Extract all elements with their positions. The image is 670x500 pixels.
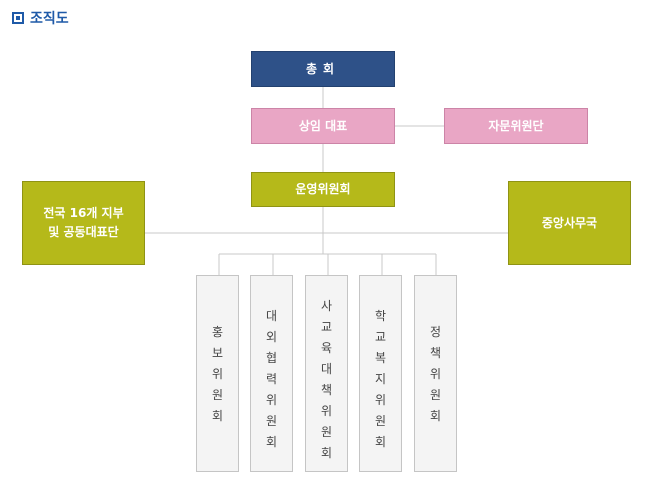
committee-label-school-welfare: 학교복지위원회 — [374, 309, 387, 449]
committee-label-external: 대외협력위원회 — [265, 309, 278, 449]
committee-box-policy: 정책위원회 — [414, 275, 457, 472]
general-assembly-box: 총회 — [251, 51, 395, 87]
central-office-box: 중앙사무국 — [508, 181, 631, 265]
committee-box-school-welfare: 학교복지위원회 — [359, 275, 402, 472]
square-bullet-icon — [12, 12, 24, 24]
regional-branches-box: 전국 16개 지부 및 공동대표단 — [22, 181, 145, 265]
committee-box-external: 대외협력위원회 — [250, 275, 293, 472]
page-title: 조직도 — [12, 8, 69, 28]
standing-representative-box: 상임 대표 — [251, 108, 395, 144]
steering-committee-box: 운영위원회 — [251, 172, 395, 207]
advisory-group-box: 자문위원단 — [444, 108, 588, 144]
committee-label-pr: 홍보위원회 — [211, 325, 224, 423]
committee-label-private-education: 사교육대책위원회 — [320, 299, 333, 460]
committee-label-policy: 정책위원회 — [429, 325, 442, 423]
regional-branches-label-line2: 및 공동대표단 — [48, 225, 119, 239]
committee-box-pr: 홍보위원회 — [196, 275, 239, 472]
advisory-group-label: 자문위원단 — [488, 118, 544, 133]
steering-committee-label: 운영위원회 — [295, 182, 351, 196]
standing-representative-label: 상임 대표 — [298, 118, 348, 133]
central-office-label: 중앙사무국 — [541, 215, 598, 230]
regional-branches-label-line1: 전국 16개 지부 — [43, 206, 124, 220]
general-assembly-label: 총회 — [305, 61, 341, 76]
committee-box-private-education: 사교육대책위원회 — [305, 275, 348, 472]
page-title-text: 조직도 — [30, 11, 69, 27]
